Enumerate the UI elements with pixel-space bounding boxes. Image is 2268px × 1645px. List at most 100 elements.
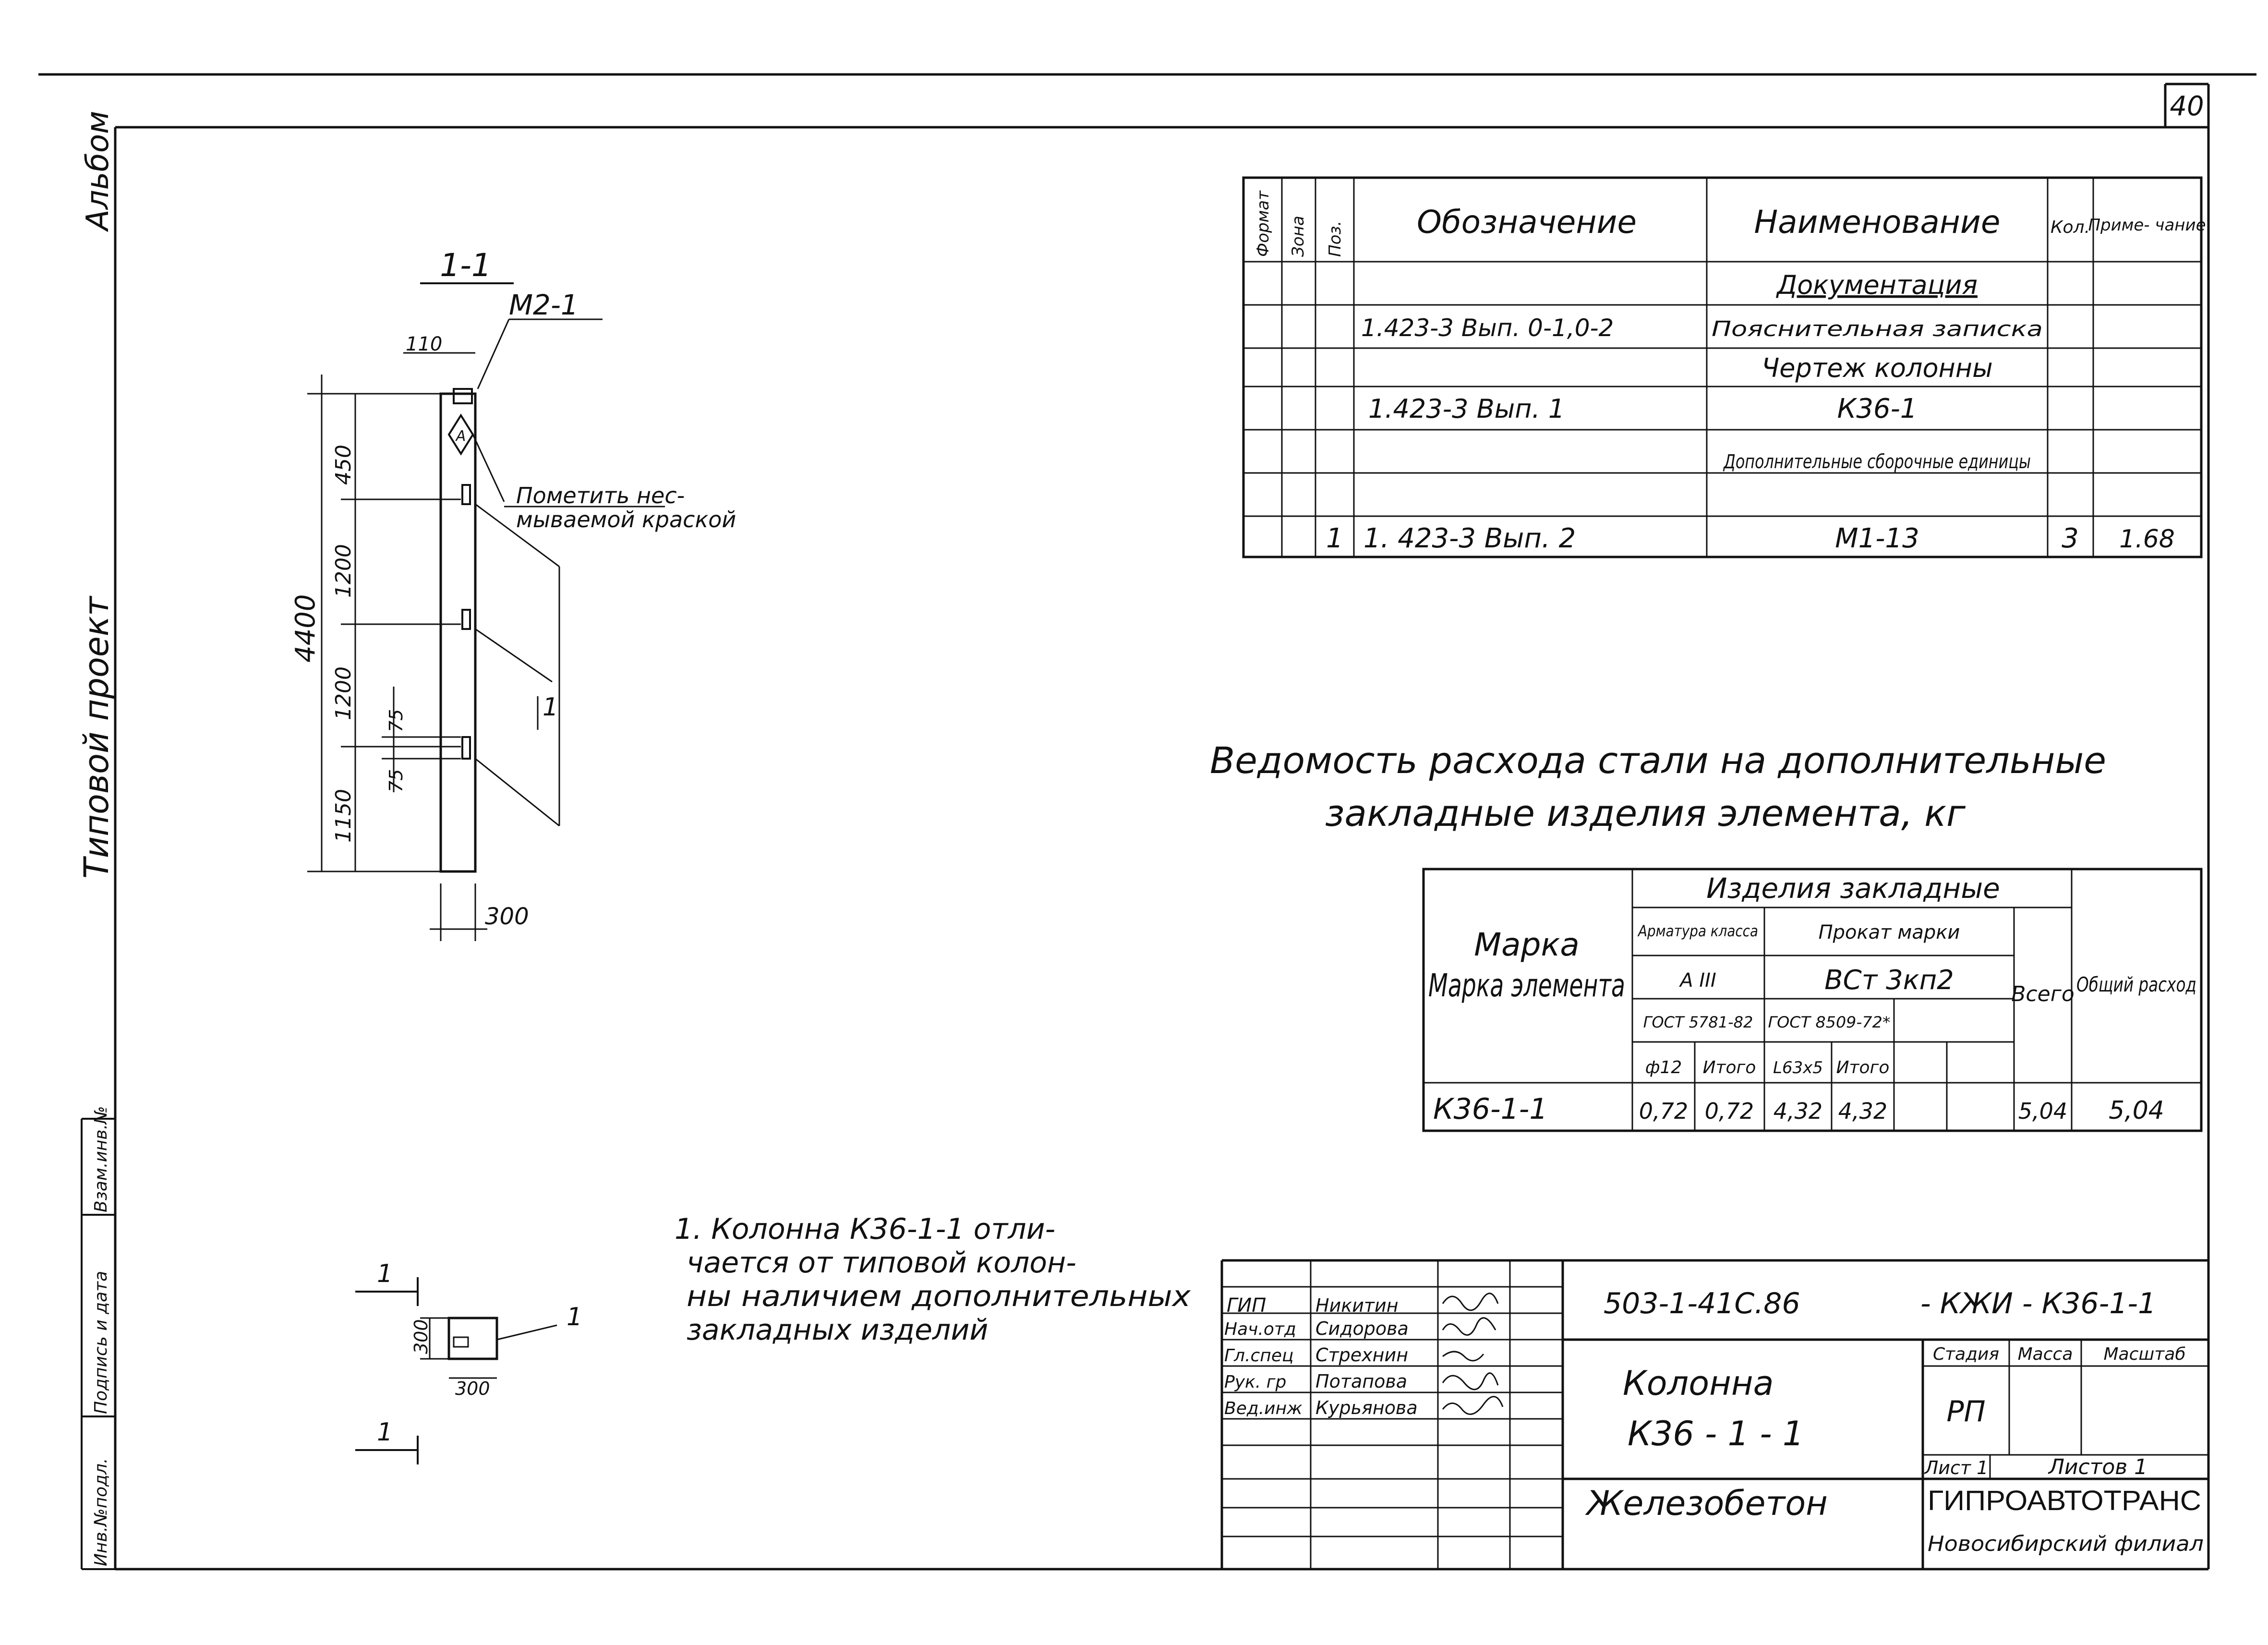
mark-symbol: A — [455, 428, 466, 445]
tb-name-1: Никитин — [1315, 1295, 1399, 1316]
dim-1150: 1150 — [331, 789, 356, 843]
steel-sub-angle: L63x5 — [1773, 1058, 1823, 1077]
steel-row-v2: 0,72 — [1705, 1098, 1754, 1124]
spec-table: Формат Зона Поз. Обозначение Наименовани… — [1242, 176, 2206, 558]
tb-role-1: ГИП — [1227, 1294, 1266, 1317]
tb-sheet-code: - КЖИ - К36-1-1 — [1920, 1287, 2156, 1320]
note-line3: ны наличием дополнительных — [687, 1280, 1191, 1313]
tb-sheet: Лист 1 — [1924, 1457, 1989, 1478]
tb-object-line2: К36 - 1 - 1 — [1628, 1414, 1804, 1453]
steel-table: Марка Марка элемента Изделия закладные А… — [1422, 868, 2203, 1132]
steel-title-line1: Ведомость расхода стали на дополнительны… — [1210, 739, 2106, 782]
steel-row-mark: К36-1-1 — [1433, 1092, 1548, 1126]
spec-header-qty: Кол. — [2051, 218, 2090, 237]
tb-name-4: Потапова — [1315, 1371, 1407, 1392]
stamp-sign-date: Подпись и дата — [91, 1271, 111, 1414]
spec-header-pos: Поз. — [1326, 221, 1345, 257]
steel-h-rolled-grade: ВСт 3кп2 — [1824, 965, 1954, 996]
tb-object-line1: Колонна — [1623, 1364, 1774, 1403]
stamp-inv-orig: Инв.№подл. — [91, 1458, 111, 1566]
steel-row-v1: 0,72 — [1639, 1098, 1688, 1124]
spec-row-6-name: М1-13 — [1835, 523, 1919, 554]
spec-header-zone: Зона — [1289, 216, 1308, 257]
tb-name-3: Стрехнин — [1315, 1344, 1408, 1366]
tb-sheets: Листов 1 — [2048, 1455, 2147, 1479]
spec-row-4-name: К36-1 — [1837, 393, 1918, 424]
tb-stage: РП — [1946, 1395, 1985, 1428]
cut-label-bottom: 1 — [377, 1418, 393, 1447]
album-label: Альбом — [80, 111, 116, 232]
signatures — [1442, 1293, 1504, 1415]
spec-row-3-name: Чертеж колонны — [1761, 353, 1992, 383]
spec-row-6-note: 1.68 — [2119, 525, 2175, 554]
steel-sub-total-1: Итого — [1703, 1058, 1756, 1077]
spec-row-5-name: Дополнительные сборочные единицы — [1723, 451, 2031, 473]
small-position-callout: 1 — [567, 1303, 582, 1331]
steel-row-overall: 5,04 — [2109, 1096, 2164, 1125]
steel-title-line2: закладные изделия элемента, кг — [1325, 792, 1966, 835]
spec-header-format: Формат — [1254, 190, 1273, 257]
tb-stage-label: Стадия — [1933, 1344, 1999, 1364]
note-line1: 1. Колонна К36-1-1 отли- — [675, 1212, 1055, 1246]
tb-code: 503-1-41С.86 — [1604, 1287, 1800, 1320]
mark-note-line2: мываемой краской — [516, 507, 736, 532]
tb-name-5: Курьянова — [1315, 1397, 1418, 1418]
spec-row-6-pos: 1 — [1326, 523, 1343, 554]
dim-1200-b: 1200 — [331, 666, 356, 720]
project-type-label: Типовой проект — [77, 595, 116, 879]
steel-h-rolled-gost: ГОСТ 8509-72* — [1768, 1013, 1891, 1031]
steel-h-rebar-class: А III — [1678, 969, 1716, 992]
tb-role-5: Вед.инж — [1224, 1399, 1303, 1418]
drawing-note: 1. Колонна К36-1-1 отли- чается от типов… — [675, 1212, 1191, 1347]
tb-scale-label: Масштаб — [2103, 1344, 2185, 1364]
dim-total-4400: 4400 — [290, 594, 321, 663]
spec-header-note: Приме- чание — [2088, 216, 2206, 235]
spec-row-6-qty: 3 — [2062, 523, 2079, 554]
steel-h-rebar-gost: ГОСТ 5781-82 — [1643, 1013, 1753, 1031]
steel-row-v4: 4,32 — [1838, 1098, 1887, 1124]
tb-branch: Новосибирский филиал — [1928, 1532, 2204, 1556]
position-callout-1: 1 — [543, 693, 558, 722]
spec-header-name: Наименование — [1754, 204, 2001, 241]
tb-role-2: Нач.отд — [1224, 1319, 1296, 1339]
tb-org: ГИПРОАВТОТРАНС — [1928, 1485, 2201, 1516]
steel-h-mark-1: Марка — [1474, 926, 1580, 963]
steel-h-overall: Общий расход — [2076, 973, 2196, 996]
mark-note-line1: Пометить нес- — [516, 483, 685, 508]
spec-header-designation: Обозначение — [1417, 204, 1637, 241]
steel-row-v3: 4,32 — [1773, 1098, 1822, 1124]
top-offset-dim: 110 — [406, 333, 442, 355]
tb-name-2: Сидорова — [1315, 1318, 1409, 1339]
tb-role-4: Рук. гр — [1224, 1372, 1286, 1392]
steel-h-total: Всего — [2011, 982, 2074, 1006]
tb-material: Железобетон — [1585, 1484, 1828, 1523]
small-section: 1 1 1 300 300 — [355, 1259, 582, 1464]
note-line4: закладных изделий — [687, 1313, 988, 1347]
section-view: 1-1 М2-1 110 A 1 Пометить нес- мываемой … — [290, 247, 736, 941]
small-dim-vertical: 300 — [410, 1319, 432, 1354]
dim-450: 450 — [331, 445, 356, 485]
steel-h-group: Изделия закладные — [1706, 872, 2000, 905]
steel-row-total: 5,04 — [2018, 1098, 2067, 1124]
spec-row-2-name: Пояснительная записка — [1712, 317, 2043, 341]
spec-row-2-designation: 1.423-3 Вып. 0-1,0-2 — [1361, 314, 1614, 342]
dim-width-300: 300 — [485, 903, 529, 930]
steel-sub-total-2: Итого — [1836, 1058, 1890, 1077]
page-number: 40 — [2170, 91, 2204, 122]
part-mark-label: М2-1 — [509, 289, 579, 321]
small-dim-horizontal: 300 — [455, 1378, 490, 1399]
stamp-replace-inv: Взам.инв.№ — [91, 1106, 111, 1212]
dim-75-b: 75 — [386, 769, 407, 792]
dim-75-a: 75 — [386, 709, 407, 732]
cut-label-top: 1 — [377, 1259, 393, 1288]
spec-row-4-designation: 1.423-3 Вып. 1 — [1368, 394, 1565, 424]
steel-h-mark: Марка элемента — [1428, 967, 1625, 1004]
spec-row-6-designation: 1. 423-3 Вып. 2 — [1363, 523, 1576, 554]
tb-mass-label: Масса — [2018, 1344, 2073, 1364]
title-block: 503-1-41С.86 - КЖИ - К36-1-1 ГИП Никитин… — [1220, 1259, 2208, 1569]
dim-1200-a: 1200 — [331, 544, 356, 598]
section-title: 1-1 — [440, 247, 492, 284]
steel-h-rebar: Арматура класса — [1637, 922, 1758, 940]
note-line2: чается от типовой колон- — [687, 1246, 1076, 1280]
